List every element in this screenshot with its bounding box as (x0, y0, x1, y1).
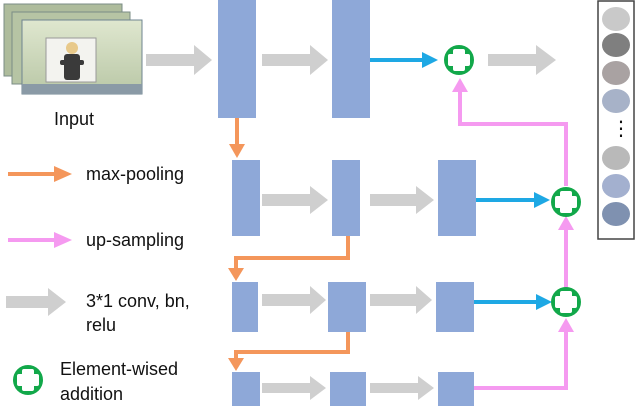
up-sampling-arrow (474, 330, 568, 390)
input-label: Input (54, 109, 95, 129)
encoder-block (218, 0, 256, 118)
conv-arrow (370, 376, 434, 400)
conv-arrow (370, 286, 432, 314)
encoder-block (330, 372, 366, 406)
max-pooling-arrow (234, 236, 350, 270)
skip-arrow-head (422, 52, 438, 68)
up-sampling-arrow-head (452, 78, 468, 92)
legend-max-pooling-arrow-head (54, 166, 72, 182)
up-sampling-arrow (458, 90, 568, 186)
encoder-block (332, 0, 370, 118)
input-video-frames (3, 3, 143, 95)
max-pooling-arrow-head (228, 268, 244, 281)
conv-arrow (262, 45, 328, 75)
addition-node (444, 45, 474, 75)
max-pooling-arrow-head (229, 144, 245, 158)
encoder-block (332, 160, 360, 236)
legend-up-sampling-label: up-sampling (86, 230, 185, 250)
conv-arrow (488, 45, 556, 75)
legend-addition-node (13, 365, 43, 395)
up-sampling-arrow-head (558, 216, 574, 230)
encoder-block (232, 372, 260, 406)
legend-conv-arrow (6, 288, 66, 316)
encoder-block (438, 372, 474, 406)
max-pooling-arrow (234, 332, 350, 360)
conv-arrow (370, 186, 434, 214)
up-sampling-arrow-head (558, 318, 574, 332)
addition-node (551, 287, 581, 317)
legend-addition-label-line2: addition (60, 384, 124, 404)
conv-arrow (146, 45, 212, 75)
max-pooling-arrow-head (228, 358, 244, 371)
encoder-block (328, 282, 366, 332)
skip-arrow-head (534, 192, 550, 208)
output-stack-ellipsis: ⋮ (611, 118, 631, 140)
legend-up-sampling-arrow-head (54, 232, 72, 248)
skip-arrow-head (536, 294, 552, 310)
conv-arrow (262, 376, 326, 400)
output-stack (597, 0, 635, 240)
legend-max-pooling-label: max-pooling (86, 164, 185, 184)
conv-arrow (262, 286, 326, 314)
conv-arrow (262, 186, 328, 214)
legend-conv-label-line1: 3*1 conv, bn, (86, 291, 190, 311)
legend-conv-label-line2: relu (86, 315, 117, 335)
encoder-block (436, 282, 474, 332)
encoder-block (232, 160, 260, 236)
addition-node (551, 187, 581, 217)
legend-addition-label-line1: Element-wised (60, 359, 179, 379)
encoder-block (232, 282, 258, 332)
encoder-block (438, 160, 476, 236)
